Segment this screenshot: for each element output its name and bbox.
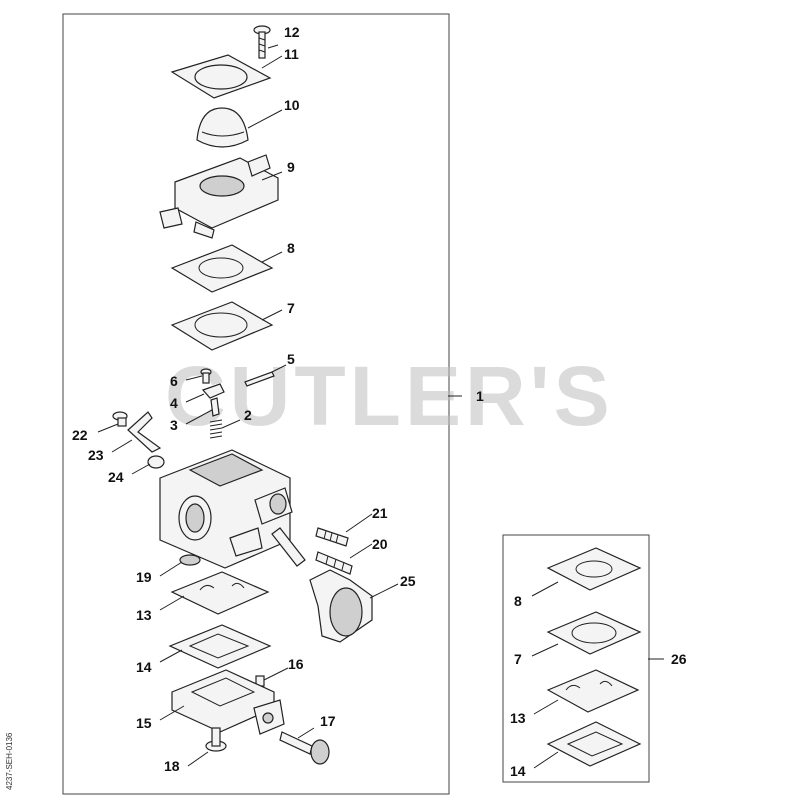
kit-callout-8: 8 [514, 593, 522, 609]
callout-24: 24 [108, 469, 124, 485]
part-5-pin [244, 371, 275, 387]
part-17-adjust-screw [279, 731, 330, 765]
callout-labels: 12 11 10 9 8 7 5 6 4 3 2 22 23 24 1 21 2… [72, 24, 687, 779]
callout-17: 17 [320, 713, 336, 729]
callout-14: 14 [136, 659, 152, 675]
kit-part-14-gasket [546, 721, 642, 767]
part-20-adjust-screw [315, 551, 353, 575]
kit-callout-13: 13 [510, 710, 526, 726]
callout-4: 4 [170, 395, 178, 411]
leader-9 [261, 171, 283, 181]
callout-6: 6 [170, 373, 178, 389]
leader-15 [159, 705, 185, 721]
part-23-bracket [127, 411, 162, 453]
part-6-screw [200, 368, 212, 384]
leader-4 [185, 393, 205, 403]
callout-9: 9 [287, 159, 295, 175]
leader-24 [131, 463, 151, 475]
leader-16 [263, 667, 289, 681]
side-code-text: 4237-SEH-0136 [5, 732, 14, 790]
leader-19 [159, 561, 183, 577]
part-14-gasket [168, 624, 272, 669]
watermark-text: CUTLER'S [165, 349, 614, 443]
part-4-lever [201, 383, 225, 399]
callout-10: 10 [284, 97, 300, 113]
leader-5 [271, 364, 287, 373]
leader-18 [187, 751, 209, 767]
callout-3: 3 [170, 417, 178, 433]
part-9-pump-cover [159, 154, 279, 239]
leader-12 [267, 44, 279, 49]
leader-3 [185, 409, 213, 425]
leader-11 [261, 55, 283, 69]
leader-10 [247, 109, 283, 129]
kit-part-7-gasket [546, 611, 642, 655]
leader-2 [221, 419, 241, 429]
leader-lines [97, 44, 664, 769]
callout-15: 15 [136, 715, 152, 731]
part-11-cover-plate [170, 54, 272, 99]
part-18-screw [205, 727, 227, 752]
part-3-inlet-needle [210, 397, 220, 417]
callout-19: 19 [136, 569, 152, 585]
callout-20: 20 [372, 536, 388, 552]
part-2-spring [209, 419, 223, 439]
callout-21: 21 [372, 505, 388, 521]
leader-k8 [531, 581, 559, 597]
leader-17 [297, 727, 315, 739]
leader-7 [261, 309, 283, 321]
kit-callout-14: 14 [510, 763, 526, 779]
callout-26: 26 [671, 651, 687, 667]
leader-k13 [533, 699, 559, 715]
leader-6 [185, 375, 203, 381]
callout-23: 23 [88, 447, 104, 463]
callout-25: 25 [400, 573, 416, 589]
part-19-filter-screen [179, 554, 201, 566]
leader-23 [111, 439, 133, 453]
callout-22: 22 [72, 427, 88, 443]
kit-callout-7: 7 [514, 651, 522, 667]
leader-13 [159, 595, 185, 611]
part-15-pump-body [171, 669, 285, 735]
leader-k14 [533, 751, 559, 769]
leader-20 [349, 543, 373, 559]
leader-14 [159, 649, 183, 663]
callout-11: 11 [284, 46, 299, 62]
callout-1: 1 [476, 388, 484, 404]
part-21-adjust-screw [315, 527, 349, 547]
callout-7: 7 [287, 300, 295, 316]
callout-2: 2 [244, 407, 252, 423]
kit-part-8-diaphragm [546, 547, 642, 591]
callout-13: 13 [136, 607, 152, 623]
leader-8 [261, 251, 283, 263]
callout-18: 18 [164, 758, 180, 774]
leader-k7 [531, 643, 559, 657]
leader-25 [369, 583, 399, 599]
part-22-screw [112, 411, 128, 427]
part-8-diaphragm [170, 244, 274, 293]
leader-21 [345, 513, 373, 533]
leader-22 [97, 423, 119, 433]
part-12-screw [253, 25, 271, 59]
part-7-gasket [170, 301, 274, 351]
part-25-choke-bellows [309, 569, 373, 643]
callout-16: 16 [288, 656, 304, 672]
callout-12: 12 [284, 24, 300, 40]
part-1-carburetor-body [159, 449, 306, 569]
kit-part-13-gasket [546, 669, 640, 713]
callout-5: 5 [287, 351, 295, 367]
part-24-bushing [147, 455, 165, 469]
main-frame [62, 13, 450, 795]
part-13-gasket [170, 571, 270, 615]
part-10-purge-bulb [196, 107, 249, 148]
callout-8: 8 [287, 240, 295, 256]
